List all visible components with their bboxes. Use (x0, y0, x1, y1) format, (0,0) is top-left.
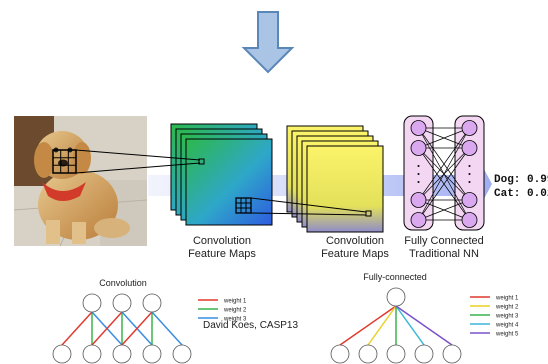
output-dog: Dog: 0.99 (494, 174, 548, 186)
fc-edge (418, 127, 470, 221)
fc-panel-edge (339, 305, 397, 346)
conv-input-node (172, 344, 192, 364)
conv2-feature-maps (286, 125, 384, 233)
input-image (13, 116, 148, 247)
conv-input-node (52, 344, 72, 364)
projection-line (250, 197, 367, 213)
fc-ellipsis-dot (417, 181, 420, 183)
fc-node (461, 140, 478, 156)
fc-panel-title: Fully-connected (363, 272, 427, 282)
fc-ellipsis-dot (468, 165, 471, 167)
conv-edge (151, 311, 183, 346)
fc-ellipsis-dot (468, 181, 471, 183)
fc-edge (418, 147, 470, 221)
projection-line (75, 149, 201, 161)
fully-connected-legend: weight 1 weight 2 weight 3 weight 4 weight 5 (470, 296, 519, 338)
conv-input-node (112, 344, 132, 364)
fc-node (410, 120, 427, 136)
convolution-panel-title: Convolution (99, 278, 147, 288)
fc-edge (418, 127, 470, 201)
legend-label: weight 5 (495, 332, 519, 338)
conv-edge (121, 311, 153, 346)
convolution-legend: weight 1 weight 2 weight 3 (198, 299, 247, 323)
conv2-label-line1: Convolution (326, 235, 384, 247)
conv-input-node (142, 344, 162, 364)
conv-input-node (82, 344, 102, 364)
fc-node (410, 140, 427, 156)
fc-ellipsis-dot (417, 173, 420, 175)
fc-input-node (386, 344, 406, 364)
fc-output-node (386, 287, 406, 307)
conv-output-node (112, 293, 132, 313)
map-pixel (198, 158, 205, 165)
convolution-panel (52, 293, 192, 364)
down-arrow-icon (241, 11, 295, 74)
fc-label-line1: Fully Connected (404, 235, 484, 247)
fc-node (461, 120, 478, 136)
conv1-grid (235, 197, 252, 214)
fc-input-node (442, 344, 462, 364)
legend-label: weight 1 (495, 296, 519, 302)
conv1-label-line1: Convolution (193, 235, 251, 247)
conv-output-node (82, 293, 102, 313)
conv-output-node (142, 293, 162, 313)
output-cat: Cat: 0.02 (494, 188, 548, 200)
fc-input-node (330, 344, 350, 364)
legend-label: weight 3 (495, 314, 519, 320)
fc-node (461, 192, 478, 208)
fc-panel-edge (367, 305, 397, 346)
legend-label: weight 2 (223, 308, 247, 314)
conv1-label-line2: Feature Maps (188, 248, 256, 260)
fc-edge (418, 199, 470, 221)
conv1-feature-maps (170, 123, 273, 226)
fc-ellipsis-dot (468, 173, 471, 175)
fc-label-line2: Traditional NN (409, 248, 479, 260)
fc-network (403, 115, 485, 231)
fc-input-node (414, 344, 434, 364)
conv-edge (91, 311, 123, 346)
fc-panel-edge (395, 305, 453, 346)
fc-edge (418, 127, 470, 149)
fc-node (410, 212, 427, 228)
receptive-field-grid (52, 149, 77, 174)
fc-node (410, 192, 427, 208)
legend-label: weight 4 (495, 323, 519, 329)
legend-label: weight 1 (223, 299, 247, 305)
projection-line (250, 212, 367, 216)
fc-ellipsis-dot (417, 165, 420, 167)
map-pixel (365, 210, 372, 217)
fc-node (461, 212, 478, 228)
projection-line (75, 162, 201, 174)
fc-panel-edge (395, 305, 425, 346)
conv2-label-line2: Feature Maps (321, 248, 389, 260)
legend-label: weight 2 (495, 305, 519, 311)
conv-edge (61, 311, 93, 346)
credit-text: David Koes, CASP13 (203, 320, 298, 331)
legend-label: weight 3 (223, 317, 247, 323)
fully-connected-panel (330, 287, 462, 364)
fc-input-node (358, 344, 378, 364)
